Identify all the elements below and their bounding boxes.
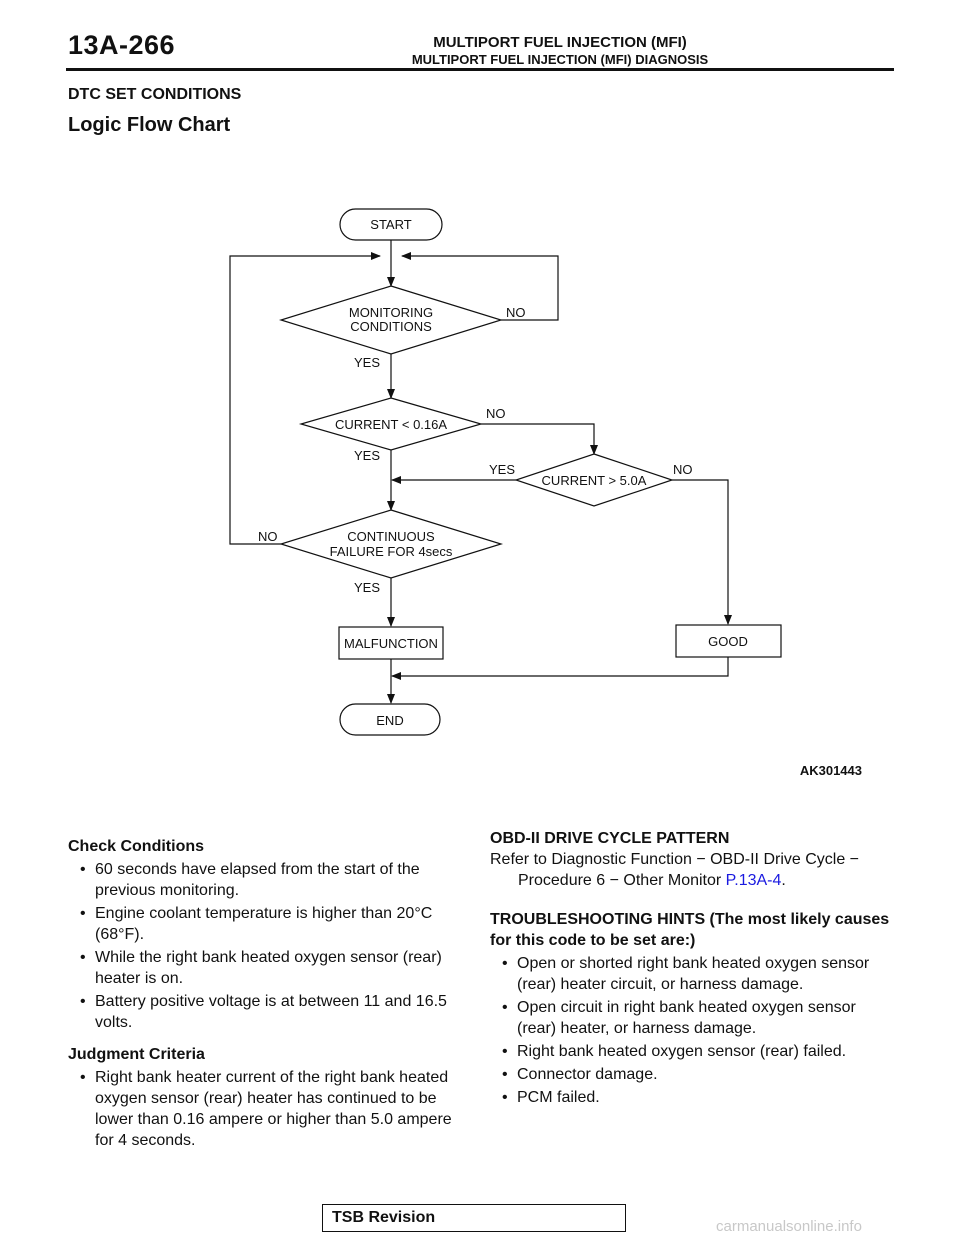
subsection-title: MULTIPORT FUEL INJECTION (MFI) DIAGNOSIS xyxy=(411,52,709,67)
connector-monitoring-no xyxy=(401,252,559,321)
list-item: Right bank heater current of the right b… xyxy=(68,1067,468,1151)
current-high-no-label: NO xyxy=(673,462,693,477)
flowchart-heading: Logic Flow Chart xyxy=(68,114,231,136)
monitoring-yes-label: YES xyxy=(354,355,380,370)
good-label: GOOD xyxy=(708,634,748,649)
connector-current-low-no xyxy=(481,423,598,455)
judgment-criteria-list: Right bank heater current of the right b… xyxy=(68,1067,468,1151)
list-item: PCM failed. xyxy=(490,1087,890,1108)
monitoring-no-label: NO xyxy=(506,305,526,320)
continuous-yes-label: YES xyxy=(354,580,380,595)
connector-current-high-no xyxy=(672,479,732,625)
current-high-label: CURRENT > 5.0A xyxy=(542,473,647,488)
obd-title: OBD-II DRIVE CYCLE PATTERN xyxy=(490,830,730,847)
tsb-revision-label: TSB Revision xyxy=(332,1209,436,1226)
list-item: Open circuit in right bank heated oxygen… xyxy=(490,997,890,1039)
watermark: carmanualsonline.info xyxy=(716,1218,862,1235)
troubleshooting-list: Open or shorted right bank heated oxygen… xyxy=(490,953,890,1108)
list-item: 60 seconds have elapsed from the start o… xyxy=(68,859,468,901)
current-low-no-label: NO xyxy=(486,406,506,421)
list-item: Open or shorted right bank heated oxygen… xyxy=(490,953,890,995)
list-item: Right bank heated oxygen sensor (rear) f… xyxy=(490,1041,890,1062)
monitoring-label-1: MONITORING xyxy=(349,305,433,320)
figure-id: AK301443 xyxy=(800,763,862,778)
end-label: END xyxy=(376,713,403,728)
list-item: Battery positive voltage is at between 1… xyxy=(68,991,468,1033)
connector-good-end xyxy=(391,657,729,680)
obd-suffix: . xyxy=(781,872,786,889)
section-heading: DTC SET CONDITIONS xyxy=(68,86,242,103)
obd-page-link[interactable]: P.13A-4 xyxy=(725,872,782,889)
list-item: Engine coolant temperature is higher tha… xyxy=(68,903,468,945)
check-conditions-title: Check Conditions xyxy=(68,838,205,855)
connector-continuous-no xyxy=(229,252,381,545)
current-low-yes-label: YES xyxy=(354,448,380,463)
tsb-revision-box xyxy=(322,1204,626,1232)
end-terminal xyxy=(339,703,441,736)
check-conditions-list: 60 seconds have elapsed from the start o… xyxy=(68,859,468,1033)
logic-flow-chart: START MONITORING CONDITIONS NO YES CURRE… xyxy=(229,208,862,778)
list-item: Connector damage. xyxy=(490,1064,890,1085)
continuous-no-label: NO xyxy=(258,529,278,544)
obd-text: Refer to Diagnostic Function − OBD-II Dr… xyxy=(490,851,860,889)
continuous-label-2: FAILURE FOR 4secs xyxy=(330,544,453,559)
list-item: While the right bank heated oxygen senso… xyxy=(68,947,468,989)
continuous-label-1: CONTINUOUS xyxy=(347,529,435,544)
judgment-criteria-title: Judgment Criteria xyxy=(68,1046,205,1063)
troubleshooting-title: TROUBLESHOOTING HINTS (The most likely c… xyxy=(490,911,890,949)
current-high-decision xyxy=(514,453,674,507)
page-number: 13A-266 xyxy=(68,30,176,60)
current-high-yes-label: YES xyxy=(489,462,515,477)
start-label: START xyxy=(370,217,411,232)
good-box xyxy=(675,624,782,658)
section-title: MULTIPORT FUEL INJECTION (MFI) xyxy=(433,34,687,51)
malfunction-label: MALFUNCTION xyxy=(344,636,438,651)
current-low-label: CURRENT < 0.16A xyxy=(335,417,447,432)
monitoring-label-2: CONDITIONS xyxy=(350,319,432,334)
right-column: OBD-II DRIVE CYCLE PATTERN Refer to Diag… xyxy=(490,828,890,1110)
left-column: Check Conditions 60 seconds have elapsed… xyxy=(68,836,468,1153)
header-rule xyxy=(66,68,894,71)
obd-body: Refer to Diagnostic Function − OBD-II Dr… xyxy=(490,849,890,891)
